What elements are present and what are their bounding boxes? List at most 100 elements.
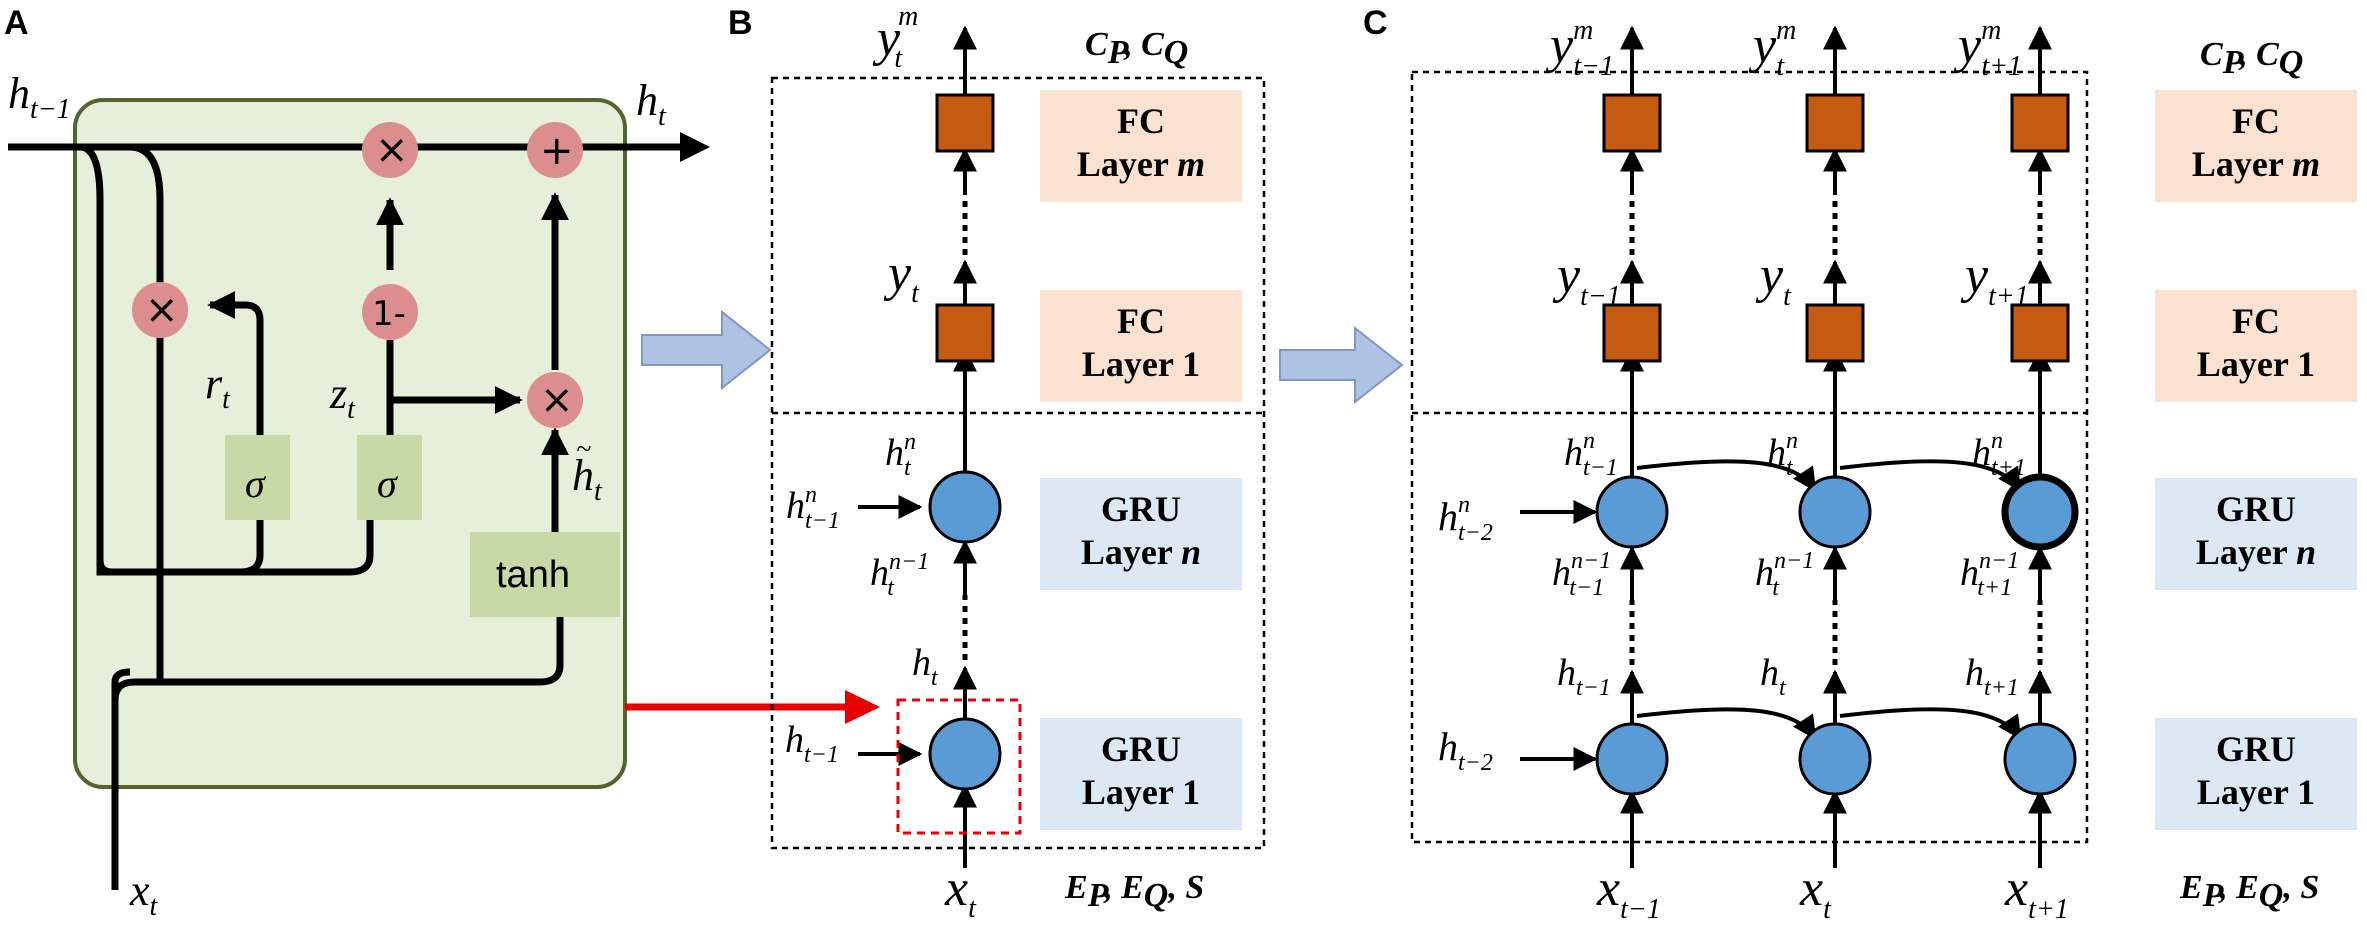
c-fc-m-box (2155, 90, 2357, 202)
b-fc-m-line2: Layer m (1077, 144, 1205, 184)
reset-gate-box (225, 435, 290, 520)
c-gru-1-node-1 (1798, 722, 1872, 796)
c-fc-m-node-0 (1602, 93, 1662, 153)
c-fc-m-line1: FC (2232, 101, 2280, 141)
c-y-label-0: yt−1 (1552, 247, 1621, 312)
b-gru-n-node (928, 470, 1002, 544)
z-gate-label: zt (329, 369, 356, 425)
b-gru-n-line2: Layer n (1081, 532, 1201, 572)
b-fc-1-node (935, 303, 995, 363)
x-branch (111, 668, 131, 700)
c-fc-m-node-1 (1805, 93, 1865, 153)
panel-c-frame (1410, 70, 2089, 844)
update-gate-box (357, 435, 422, 520)
candidate-multiply-symbol: × (540, 377, 574, 423)
tanh-box (470, 532, 620, 617)
update-gate-sigma: σ (377, 461, 398, 506)
c-fc-m-node-2 (2010, 93, 2070, 153)
b-to-c-arrow (1279, 325, 1404, 405)
b-h-prev-label: ht−1 (785, 719, 839, 768)
c-fc-1-box (2155, 290, 2357, 402)
c-y-label-2: yt+1 (1960, 247, 2029, 312)
h-out-label: ht (636, 76, 667, 132)
c-h-label-2: ht+1 (1965, 652, 2019, 701)
b-top-vars: CP, CQ (1085, 26, 1188, 71)
b-y-t-label: yt (883, 245, 920, 309)
c-recurrent-1-1 (1839, 707, 2022, 740)
c-gru-1-line1: GRU (2216, 729, 2296, 769)
panel-a: A σ σ tanh × × + 1- (4, 4, 710, 922)
panel-c: C CP, CQ EP, EQ, S FC Layer m FC Layer 1… (1363, 4, 2357, 925)
c-gru-n-line1: GRU (2216, 489, 2296, 529)
hidden-state-arrowhead (680, 132, 710, 162)
b-fc-1-line2: Layer 1 (1082, 344, 1200, 384)
b-cell-highlight (896, 698, 1022, 835)
c-recurrent-n-0 (1636, 459, 1817, 492)
c-fc-1-node-0 (1602, 303, 1662, 363)
panel-b-frame (770, 76, 1266, 850)
b-gru-1-node (928, 717, 1002, 791)
h-to-z-wire (96, 520, 374, 576)
c-gru-n-line2: Layer n (2196, 532, 2316, 572)
panel-a-label: A (4, 4, 29, 42)
c-y-label-1: yt (1755, 247, 1792, 312)
c-bottom-vars: EP, EQ, S (2179, 869, 2319, 914)
b-bottom-vars: EP, EQ, S (1064, 869, 1204, 914)
c-fc-1-line2: Layer 1 (2197, 344, 2315, 384)
h-prev-label: ht−1 (8, 69, 71, 125)
c-fc-1-node-1 (1805, 303, 1865, 363)
r-gate-label: rt (205, 359, 231, 415)
c-gru-1-node-0 (1595, 722, 1669, 796)
panel-c-label: C (1363, 4, 1388, 42)
c-gru-n-box (2155, 478, 2357, 590)
add-circle (527, 122, 583, 178)
a-to-b-arrow (641, 309, 772, 391)
c-recurrent-n-1 (1839, 459, 2022, 492)
h-tilde-mark: ~ (576, 434, 591, 465)
b-fc-m-box (1040, 90, 1242, 202)
panel-b: B CP, CQ EP, EQ, S FC Layer m FC Layer 1… (728, 1, 1266, 924)
c-fc-1-node-2 (2010, 303, 2070, 363)
add-symbol: + (540, 128, 574, 174)
c-x-label-2: xt+1 (2004, 860, 2069, 925)
red-arrowhead (845, 690, 880, 724)
c-gru-1-line2: Layer 1 (2197, 772, 2315, 812)
b-gru-1-line1: GRU (1101, 729, 1181, 769)
c-top-vars: CP, CQ (2200, 36, 2303, 81)
b-x-label: xt (944, 860, 977, 924)
reset-multiply-circle (132, 282, 188, 338)
c-gru-1-node-2 (2003, 722, 2077, 796)
b-fc-1-box (1040, 290, 1242, 402)
b-gru-1-line2: Layer 1 (1082, 772, 1200, 812)
reset-gate-arrow (207, 291, 264, 435)
reset-gate-sigma: σ (245, 461, 266, 506)
reset-multiply-symbol: × (145, 287, 179, 333)
one-minus-circle (362, 284, 418, 340)
forget-multiply-symbol: × (375, 127, 409, 173)
b-fc-1-line1: FC (1117, 301, 1165, 341)
b-h-t-label: ht (912, 642, 939, 691)
c-fc-m-line2: Layer m (2192, 144, 2320, 184)
b-fc-m-node (935, 93, 995, 153)
c-gru-n-node-1 (1798, 475, 1872, 549)
b-fc-m-line1: FC (1117, 101, 1165, 141)
c-gru-n-node-0 (1595, 475, 1669, 549)
b-gru-n-box (1040, 478, 1242, 590)
c-gru-1-box (2155, 718, 2357, 830)
c-h-label-0: ht−1 (1557, 652, 1611, 701)
panel-b-label: B (728, 4, 753, 42)
